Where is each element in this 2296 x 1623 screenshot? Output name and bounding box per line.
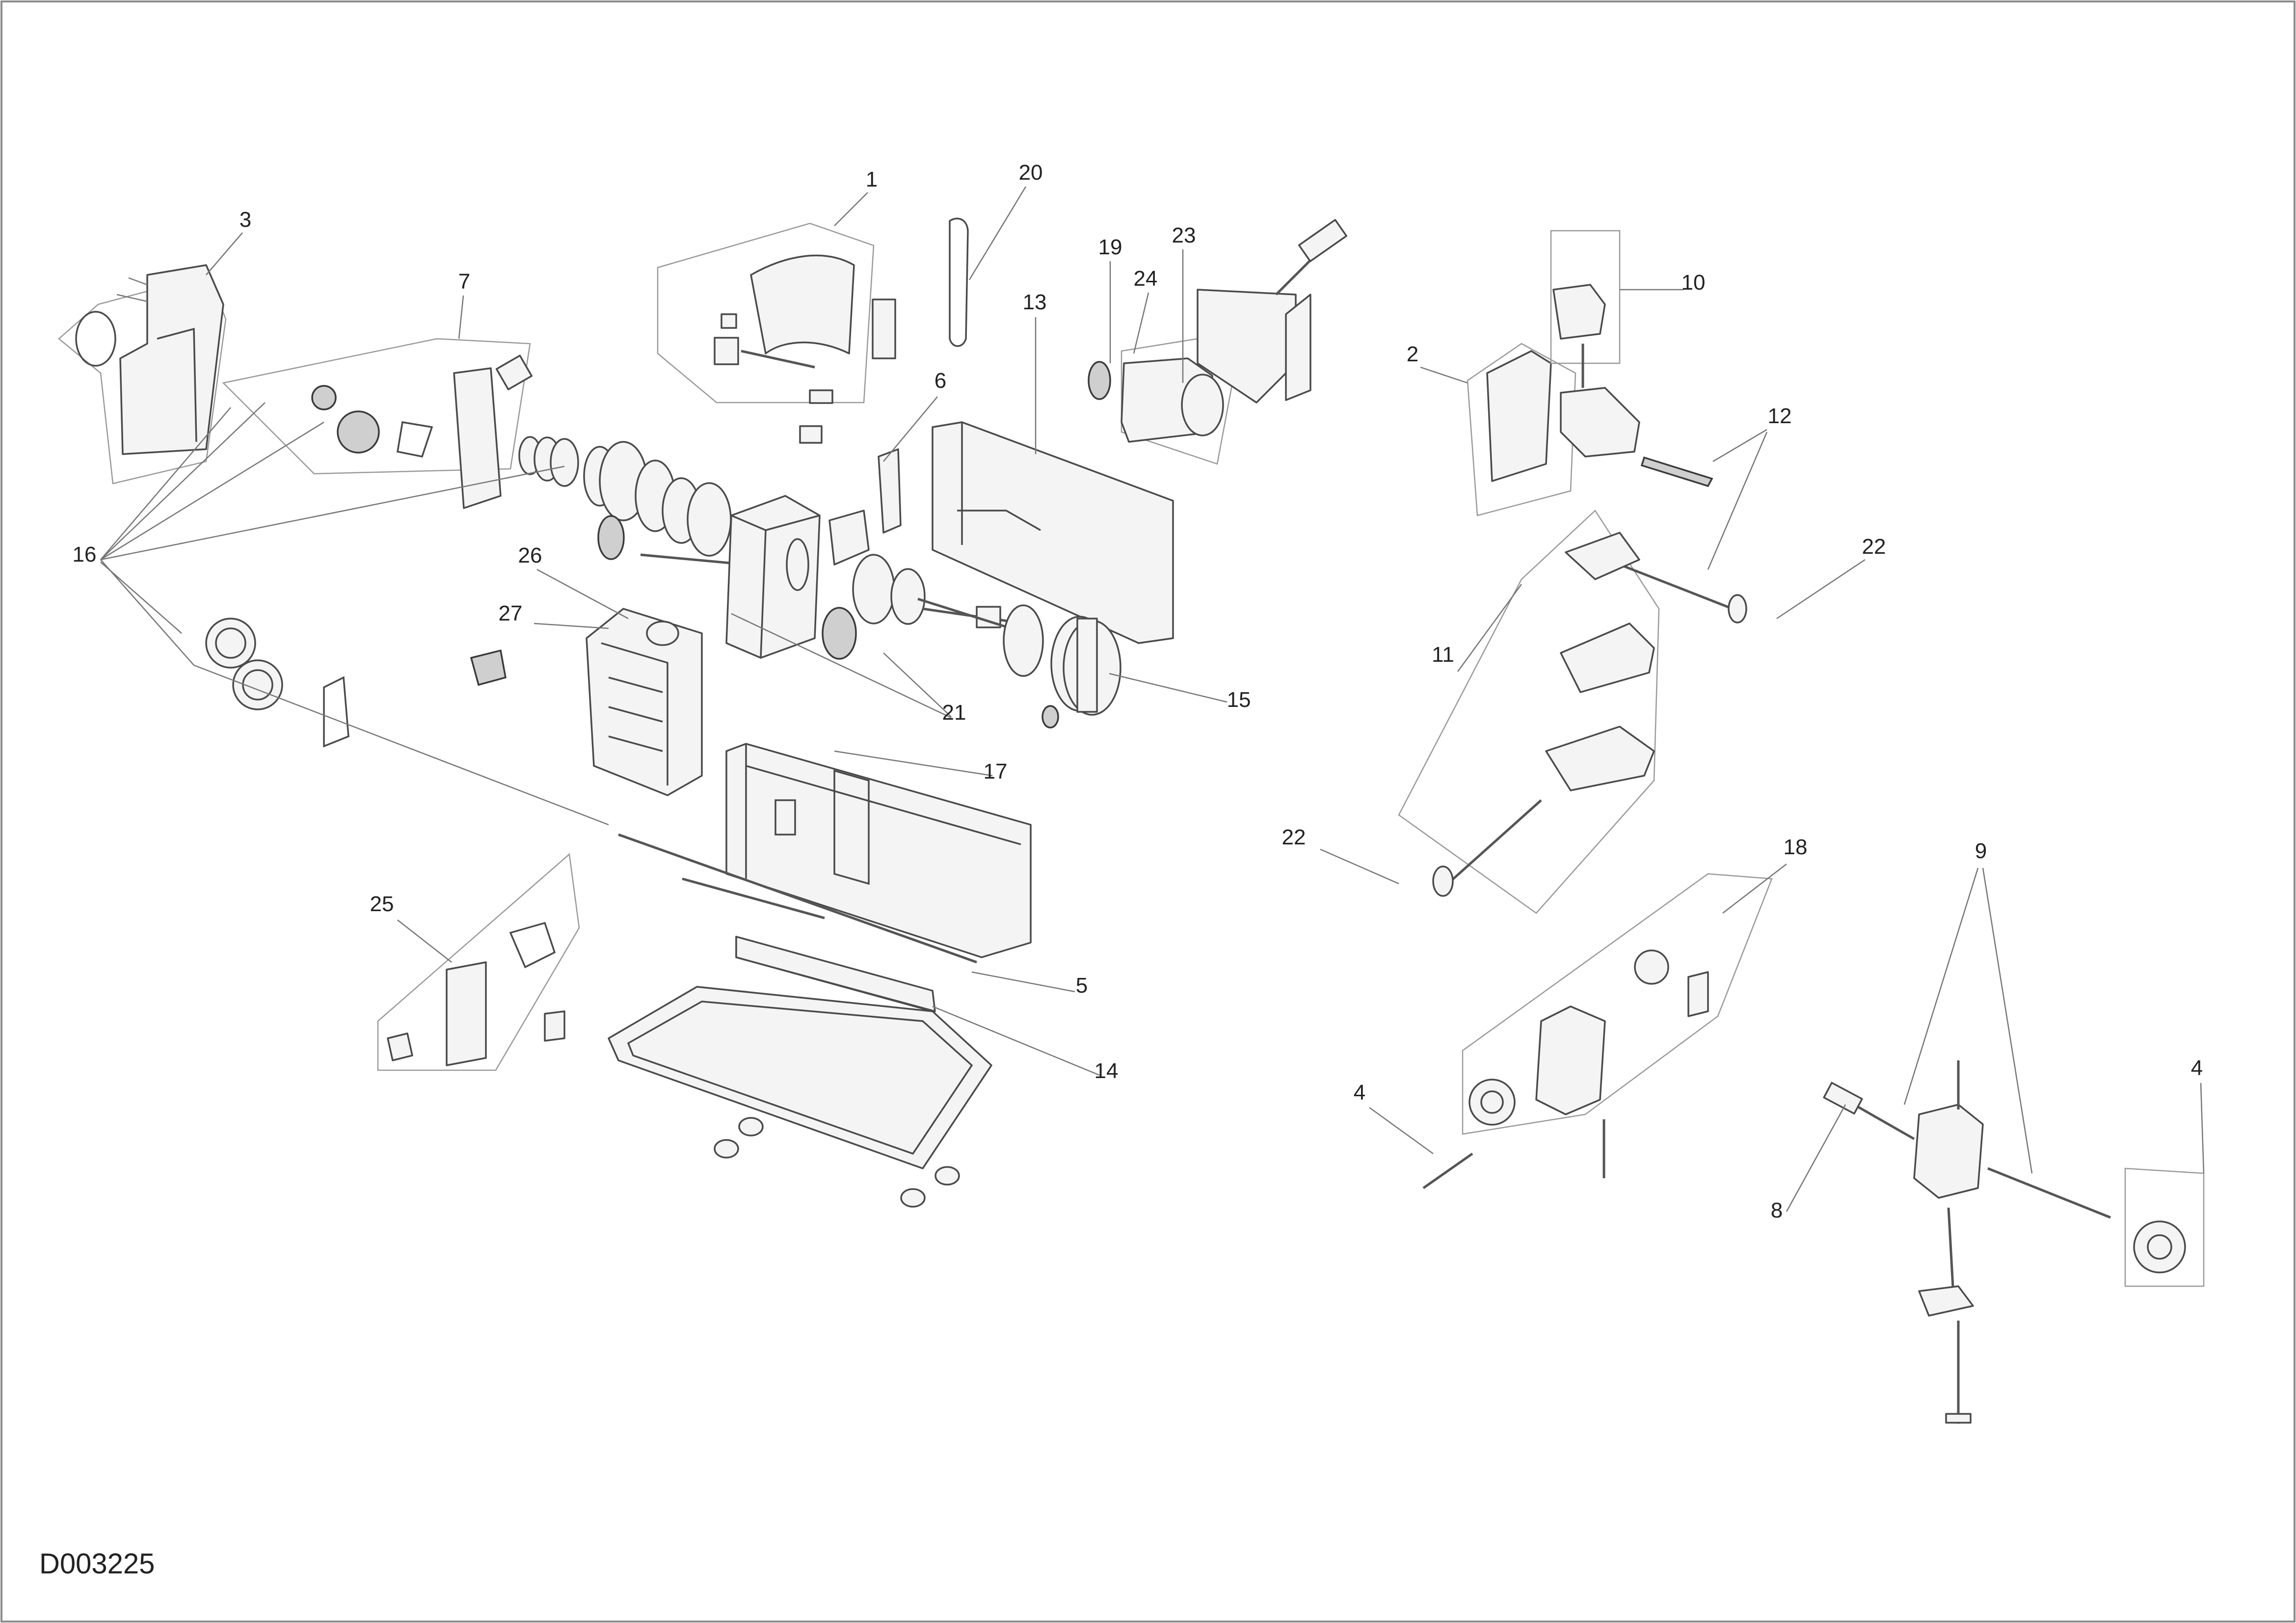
pulley-set [193,618,609,826]
leader-lines [100,186,2205,1212]
drive-belt [949,217,969,347]
callout-4: 4 [2191,1056,2203,1080]
callout-1: 1 [866,167,878,191]
belt-cover-assembly [657,222,896,444]
drip-tray [608,936,992,1208]
callout-7: 7 [458,270,470,294]
callout-labels: 1 20 3 7 19 23 24 13 10 2 12 6 16 26 22 27 11 21 15 17 22 18 9… [73,161,2203,1222]
spindle-bearing-stack [518,436,737,565]
callout-5: 5 [1076,974,1088,998]
callout-17: 17 [984,759,1008,784]
callout-9: 9 [1975,839,1987,863]
callout-25: 25 [370,892,394,916]
change-gear-bracket [222,338,533,509]
spindle-chuck [917,597,1121,729]
callout-22: 22 [1282,825,1306,849]
callout-11: 11 [1432,643,1454,667]
callout-18: 18 [1784,835,1808,859]
motor-guard [932,421,1174,644]
callout-13: 13 [1023,290,1047,314]
callout-10: 10 [1682,270,1706,295]
callout-14: 14 [1095,1059,1119,1083]
callout-22: 22 [1862,535,1886,559]
callout-21: 21 [942,701,966,725]
callout-15: 15 [1227,688,1251,712]
callout-4: 4 [1354,1081,1365,1105]
callout-16: 16 [73,542,97,567]
callout-3: 3 [240,208,251,232]
callout-6: 6 [934,369,946,393]
callout-19: 19 [1098,235,1122,259]
apron-assembly [1422,873,1773,1190]
headstock [725,448,1012,660]
callout-2: 2 [1407,342,1418,366]
tool-post [1550,230,1713,487]
drawing-id: D003225 [39,1548,155,1580]
callout-24: 24 [1134,267,1158,291]
electrical-box [470,608,703,796]
motor-assembly [1088,219,1348,465]
callout-27: 27 [499,601,523,625]
callout-23: 23 [1172,223,1196,247]
switch-parts [377,853,580,1071]
tailstock-assembly [1823,1060,2205,1424]
callout-26: 26 [518,543,542,568]
compound-slide [1398,510,1747,914]
callout-8: 8 [1771,1198,1783,1222]
callout-20: 20 [1019,161,1043,185]
gear-cover-assembly [58,264,227,485]
callout-12: 12 [1768,404,1792,428]
